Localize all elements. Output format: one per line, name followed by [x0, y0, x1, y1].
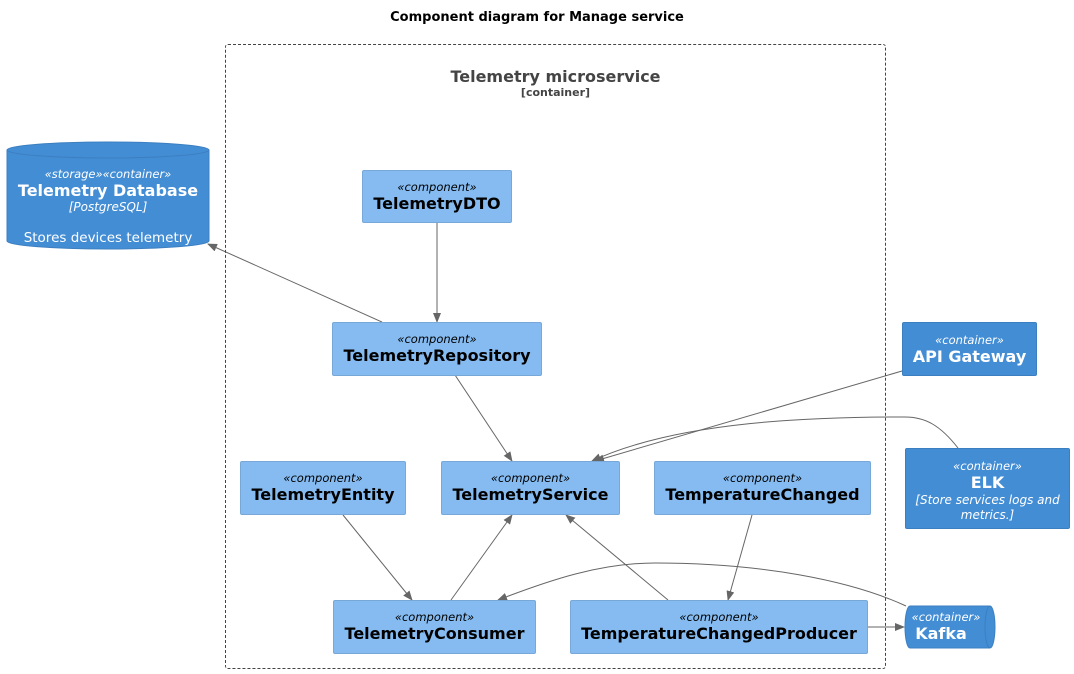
component-stereotype: «component»: [397, 180, 477, 194]
database-description: Stores devices telemetry: [23, 230, 193, 246]
component-name: TemperatureChangedProducer: [581, 624, 857, 643]
component-name: TelemetryDTO: [373, 194, 501, 213]
queue-cylinder-icon: [904, 605, 996, 649]
arrow-entity-to-consumer: [342, 514, 413, 601]
component-telemetry-service[interactable]: «component» TelemetryService: [441, 461, 620, 515]
container-name: ELK: [970, 473, 1005, 492]
component-telemetry-dto[interactable]: «component» TelemetryDTO: [362, 170, 512, 223]
boundary-title: Telemetry microservice: [450, 67, 661, 86]
arrow-consumer-to-service: [450, 514, 513, 601]
kafka-stereotype: «container»: [911, 610, 981, 624]
container-api-gateway[interactable]: «container» API Gateway: [902, 322, 1037, 376]
component-stereotype: «component»: [394, 610, 475, 624]
component-name: TelemetryEntity: [251, 485, 395, 504]
arrow-repository-to-service: [454, 374, 513, 462]
arrow-tempchanged-to-producer: [726, 514, 753, 601]
container-boundary: Telemetry microservice [container]: [225, 44, 886, 669]
container-stereotype: «container»: [935, 333, 1004, 347]
arrow-repository-to-database: [207, 243, 383, 323]
container-elk[interactable]: «container» ELK [Store services logs and…: [905, 448, 1070, 529]
component-name: TelemetryService: [452, 485, 609, 504]
diagram-title: Component diagram for Manage service: [390, 10, 684, 25]
component-stereotype: «component»: [679, 610, 759, 624]
database-stereotype: «storage»«container»: [44, 167, 172, 181]
component-stereotype: «component»: [490, 471, 571, 485]
container-stereotype: «container»: [953, 459, 1022, 473]
component-stereotype: «component»: [283, 471, 363, 485]
component-name: TelemetryConsumer: [344, 624, 525, 643]
component-temperature-changed-producer[interactable]: «component» TemperatureChangedProducer: [570, 600, 868, 654]
kafka-name: Kafka: [915, 624, 967, 643]
component-name: TelemetryRepository: [343, 346, 531, 365]
container-kafka[interactable]: «container» Kafka: [904, 605, 996, 649]
arrow-producer-to-service: [565, 514, 669, 601]
boundary-type: [container]: [520, 86, 591, 99]
container-tech: [Store services logs and metrics.]: [915, 493, 1060, 522]
component-temperature-changed[interactable]: «component» TemperatureChanged: [654, 461, 871, 515]
component-stereotype: «component»: [722, 471, 803, 485]
arrow-gateway-to-service: [594, 370, 903, 463]
database-tech: [PostgreSQL]: [68, 200, 148, 214]
container-name: API Gateway: [912, 347, 1027, 366]
component-telemetry-consumer[interactable]: «component» TelemetryConsumer: [333, 600, 536, 654]
telemetry-database[interactable]: «storage»«container» Telemetry Database …: [6, 141, 210, 251]
component-telemetry-entity[interactable]: «component» TelemetryEntity: [240, 461, 406, 515]
arrow-elk-to-service: [591, 416, 959, 462]
arrow-kafka-to-consumer: [497, 562, 907, 607]
database-name: Telemetry Database: [17, 181, 199, 200]
component-telemetry-repository[interactable]: «component» TelemetryRepository: [332, 322, 542, 376]
database-cylinder-icon: [6, 141, 210, 250]
component-stereotype: «component»: [397, 332, 477, 346]
component-name: TemperatureChanged: [665, 485, 860, 504]
